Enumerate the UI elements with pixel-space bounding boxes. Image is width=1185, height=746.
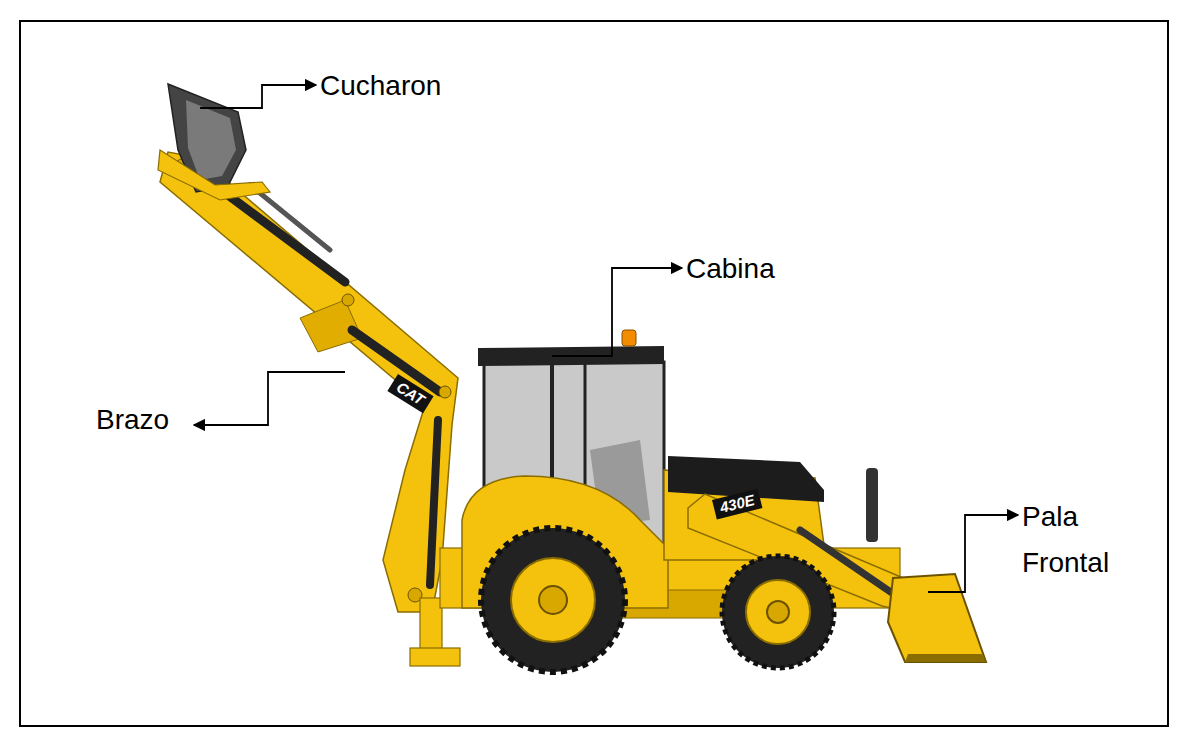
front-rim xyxy=(746,580,810,644)
hydraulic-rod xyxy=(250,185,330,250)
front-hub xyxy=(767,601,789,623)
part-label: Cabina xyxy=(686,246,886,292)
rear-hub xyxy=(539,586,567,614)
part-label: Pala Frontal xyxy=(1022,494,1152,586)
front-tire xyxy=(722,556,834,668)
backhoe-boom xyxy=(160,152,458,612)
beacon-light xyxy=(622,330,636,346)
leader-line xyxy=(552,268,682,356)
hydraulic-cylinder xyxy=(430,420,438,585)
leader-line xyxy=(200,85,316,108)
part-label: Brazo xyxy=(96,397,216,443)
bucket-inner xyxy=(186,100,236,180)
exhaust-stack xyxy=(866,468,878,542)
rear-tire xyxy=(481,528,625,672)
front-bucket xyxy=(888,574,986,662)
part-label: Cucharon xyxy=(320,63,520,109)
stabilizer-foot xyxy=(410,648,460,666)
boom-pivot xyxy=(439,386,451,398)
leader-line xyxy=(928,515,1018,592)
stabilizer-leg xyxy=(420,598,442,650)
bucket-edge xyxy=(905,654,986,662)
frame-border xyxy=(20,21,1168,726)
boom-pivot xyxy=(342,294,354,306)
leader-line xyxy=(194,372,345,425)
rear-rim xyxy=(511,558,595,642)
bucket-linkage xyxy=(158,150,270,200)
